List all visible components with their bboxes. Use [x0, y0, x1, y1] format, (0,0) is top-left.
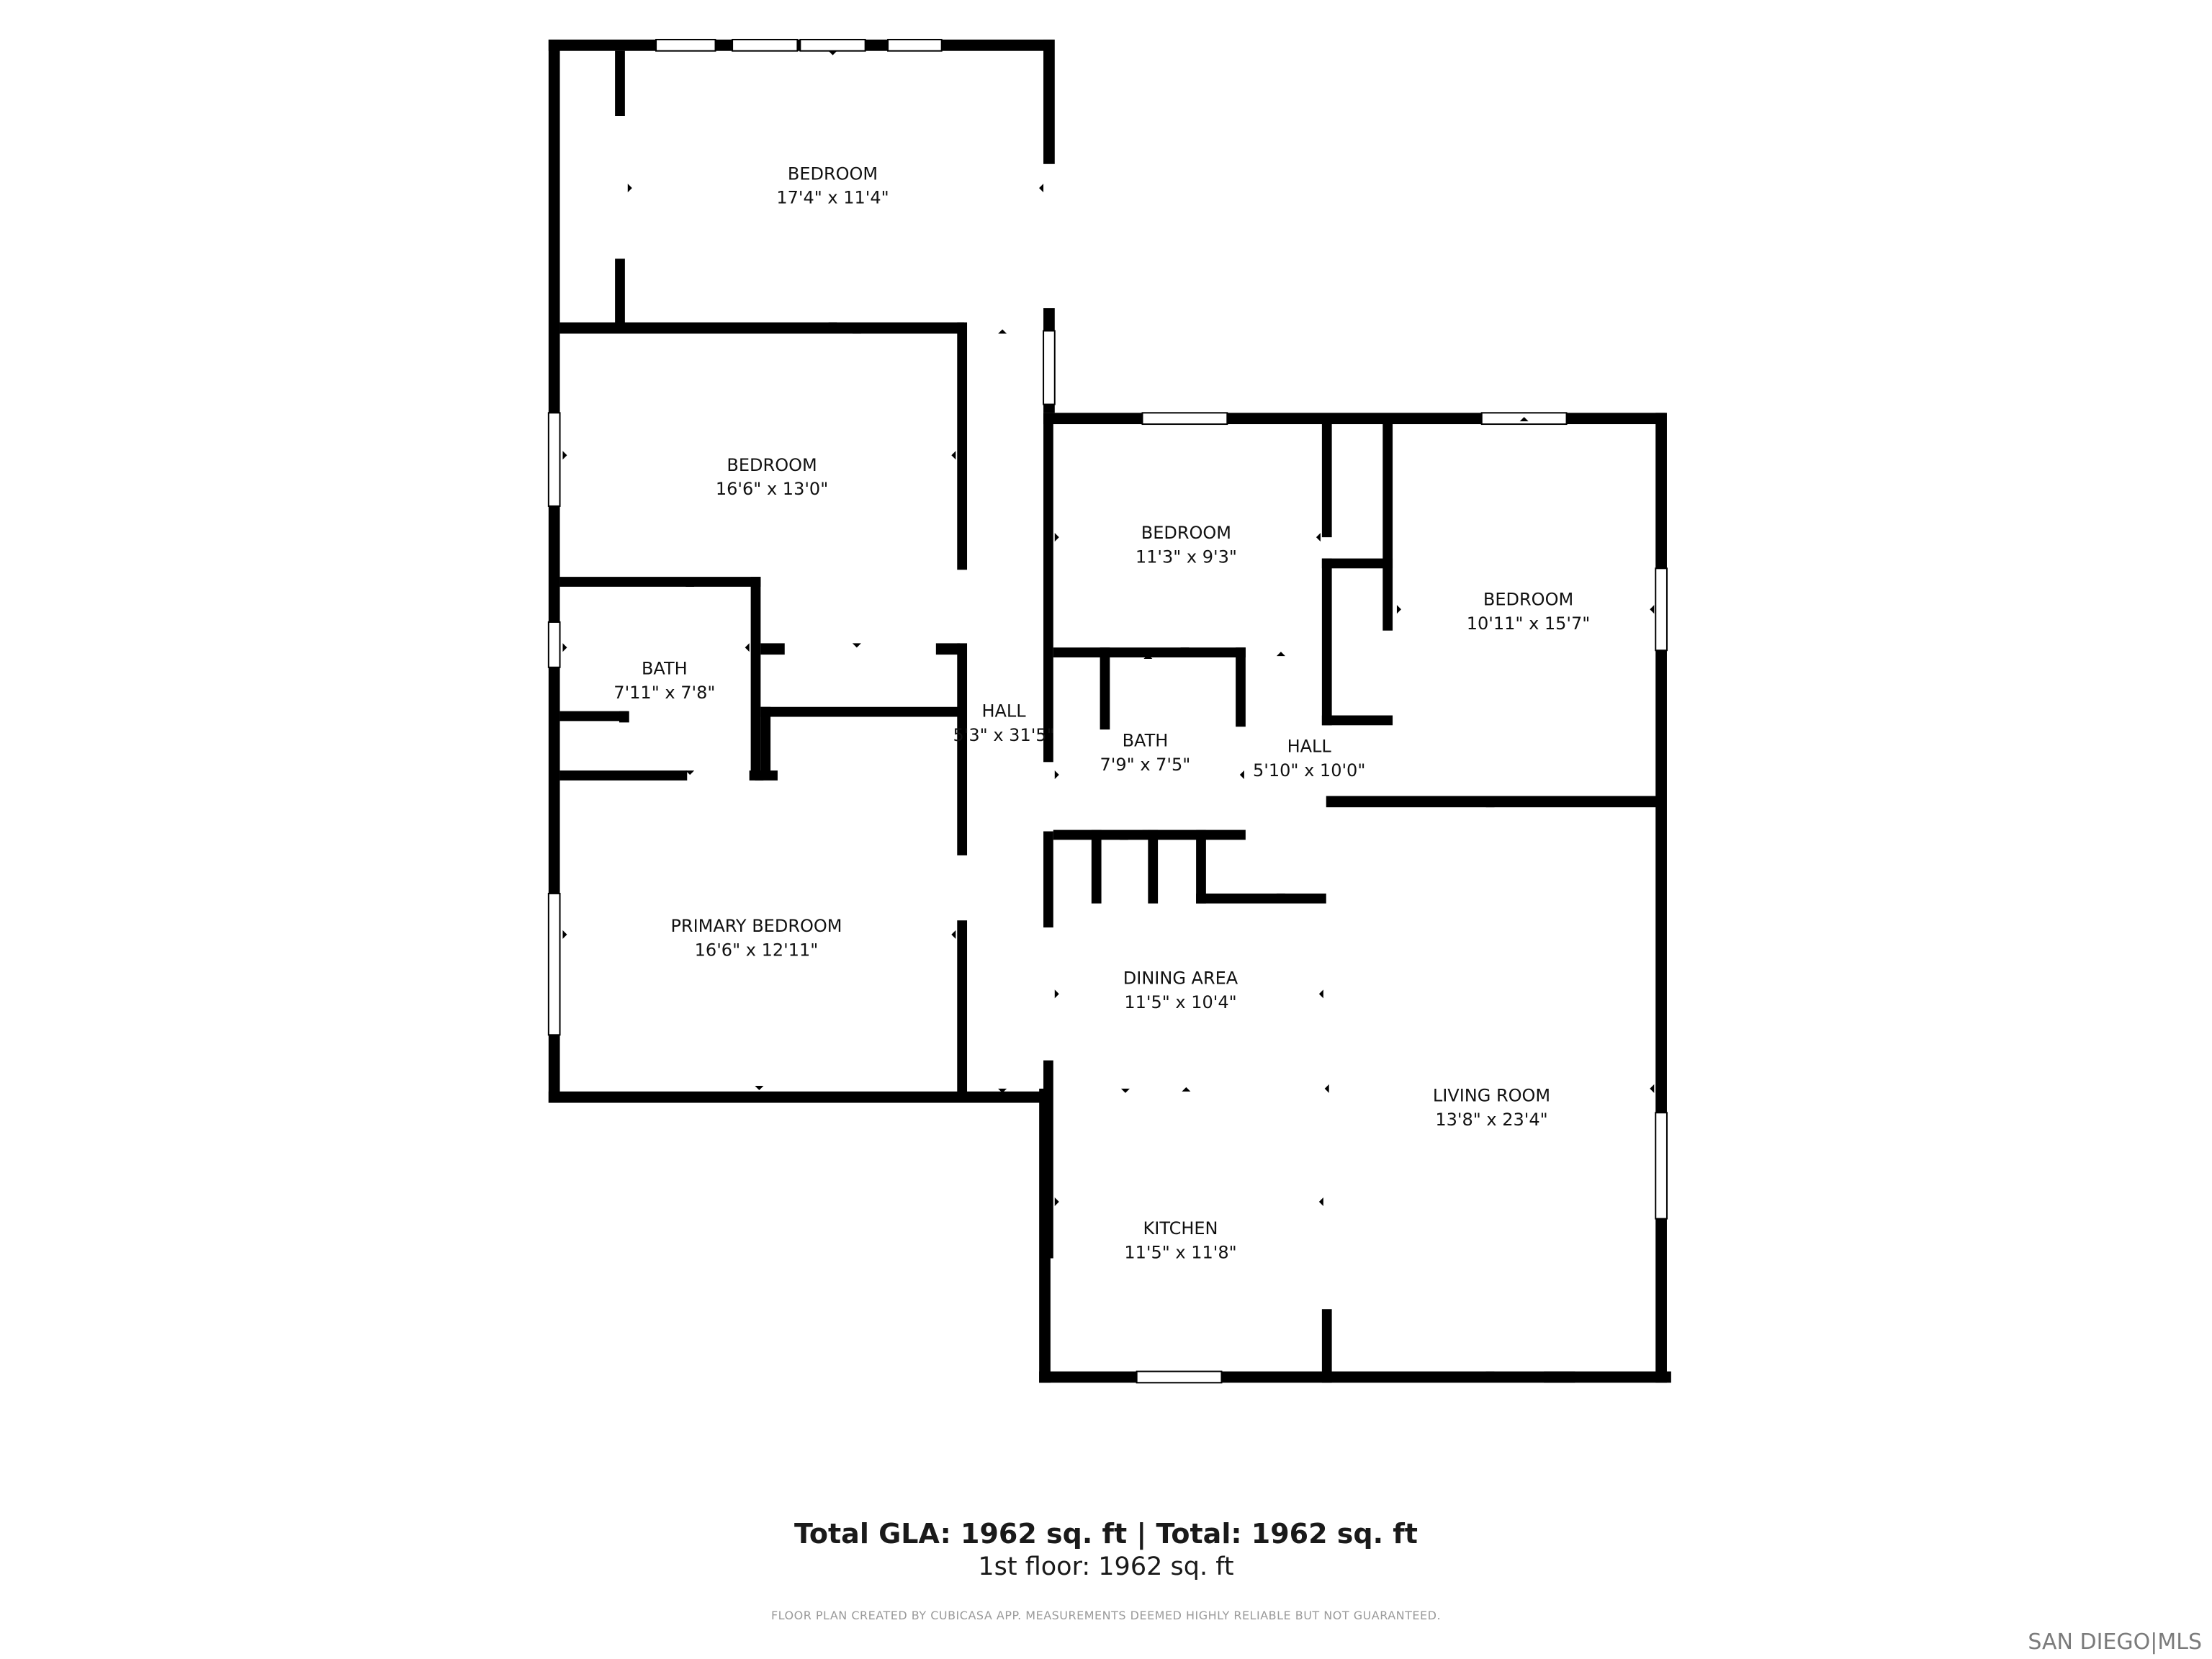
watermark-logo: SAN DIEGO|MLS: [2028, 1629, 2202, 1655]
room-size-bath-8: 7'9" x 7'5": [1100, 755, 1191, 775]
room-size-kitchen-12: 11'5" x 11'8": [1124, 1243, 1236, 1263]
room-size-bedroom-6: 11'3" x 9'3": [1136, 547, 1237, 567]
floor-area-line: 1st floor: 1962 sq. ft: [978, 1552, 1234, 1581]
room-size-hall-4: 5'3" x 31'5": [953, 725, 1055, 745]
room-label-bedroom-7: BEDROOM: [1483, 589, 1573, 609]
room-size-living-room-11: 13'8" x 23'4": [1435, 1110, 1547, 1130]
room-label-bath-8: BATH: [1123, 731, 1169, 751]
room-label-bedroom-6: BEDROOM: [1141, 523, 1231, 543]
room-size-bath-3: 7'11" x 7'8": [613, 683, 715, 703]
room-size-bedroom-1: 17'4" x 11'4": [776, 188, 889, 208]
room-label-bedroom-1: BEDROOM: [788, 163, 878, 184]
room-label-primary-bedroom-5: PRIMARY BEDROOM: [670, 916, 842, 936]
room-size-hall-9: 5'10" x 10'0": [1253, 760, 1365, 781]
room-label-dining-area-10: DINING AREA: [1123, 968, 1238, 989]
room-size-primary-bedroom-5: 16'6" x 12'11": [695, 940, 819, 960]
room-size-bedroom-7: 10'11" x 15'7": [1467, 613, 1591, 634]
room-size-dining-area-10: 11'5" x 10'4": [1124, 992, 1236, 1012]
room-label-hall-4: HALL: [981, 701, 1026, 721]
disclaimer-text: FLOOR PLAN CREATED BY CUBICASA APP. MEAS…: [770, 1609, 1442, 1622]
room-label-kitchen-12: KITCHEN: [1143, 1218, 1218, 1238]
total-area-summary: Total GLA: 1962 sq. ft | Total: 1962 sq.…: [794, 1518, 1418, 1550]
room-label-bath-3: BATH: [642, 659, 688, 679]
room-label-hall-9: HALL: [1287, 737, 1332, 757]
room-size-bedroom-2: 16'6" x 13'0": [716, 479, 828, 499]
room-label-living-room-11: LIVING ROOM: [1433, 1086, 1550, 1106]
room-label-bedroom-2: BEDROOM: [727, 455, 817, 475]
